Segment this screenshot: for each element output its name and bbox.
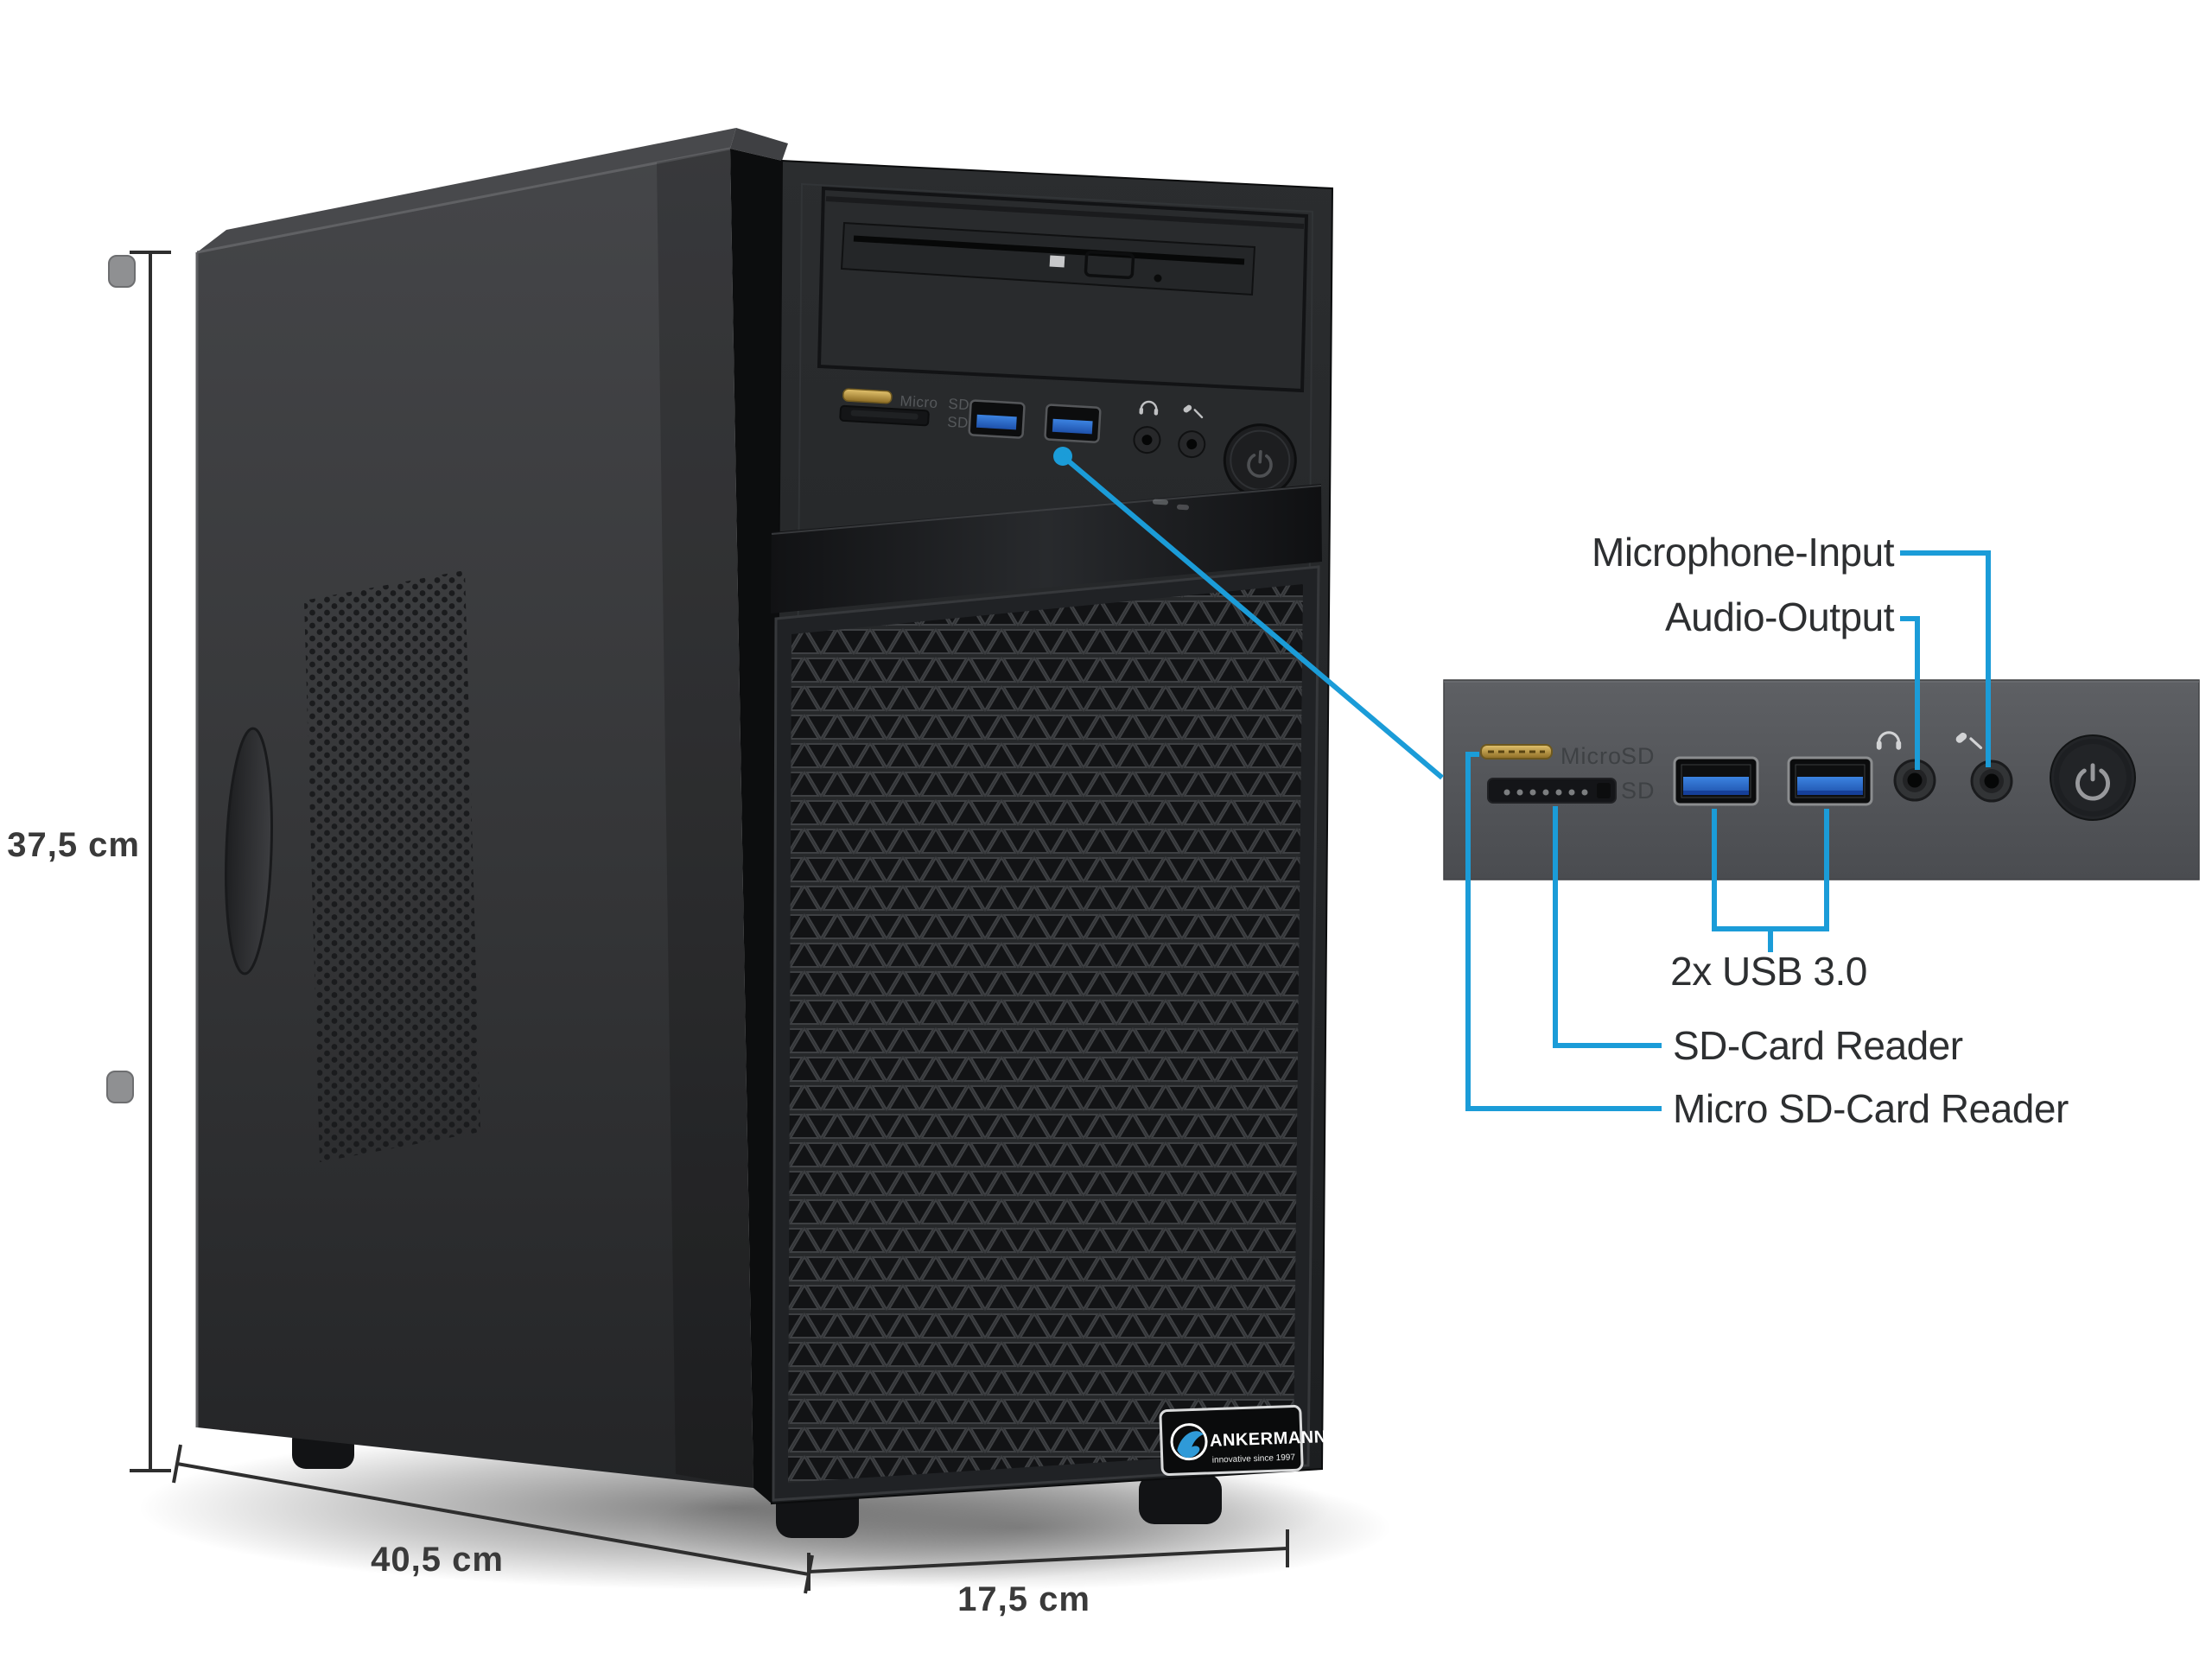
front-io-row: Micro SD SD — [839, 388, 1297, 498]
case-top-front-edge — [730, 128, 788, 161]
brand-tagline: innovative since 1997 — [1212, 1452, 1296, 1465]
front-mesh-grille — [772, 565, 1320, 1502]
height-dimension-label: 37,5 cm — [7, 826, 140, 864]
microphone-input-label: Microphone-Input — [1592, 530, 1895, 575]
status-led-mark-2 — [1177, 504, 1189, 511]
inset-usb-port-2[interactable] — [1787, 756, 1873, 806]
inset-headphone-jack[interactable] — [1893, 759, 1936, 802]
optical-drive-bay — [817, 186, 1309, 393]
sd-connector — [1553, 806, 1662, 1048]
usb-label: 2x USB 3.0 — [1670, 949, 1867, 994]
status-led-mark-1 — [1153, 499, 1168, 505]
micro-sd-connector — [1465, 752, 1662, 1111]
sd-reader-label: SD-Card Reader — [1673, 1023, 1963, 1068]
front-panel: Micro SD SD — [770, 159, 1334, 1505]
usb-port-1[interactable] — [968, 399, 1026, 439]
io-panel-inset: Micro SD SD — [1443, 679, 2200, 880]
brand-badge: ANKERMANN innovative since 1997 — [1159, 1404, 1327, 1476]
side-panel — [195, 147, 753, 1488]
inset-micro-sd-slot[interactable] — [1480, 744, 1553, 760]
front-bezel-return-edge — [730, 149, 782, 1503]
inset-sd-slot[interactable] — [1487, 778, 1617, 804]
side-vent-grille — [304, 570, 480, 1162]
usb-connector — [1712, 809, 1829, 952]
width-dimension-line — [807, 1529, 1289, 1591]
rear-thumbscrew-tab-bottom — [106, 1071, 134, 1103]
depth-dimension-label: 40,5 cm — [371, 1541, 504, 1579]
emergency-eject-pinhole — [1154, 274, 1162, 283]
inset-microphone-jack[interactable] — [1970, 760, 2013, 803]
micro-sd-slot[interactable] — [842, 388, 893, 404]
audio-output-label: Audio-Output — [1665, 594, 1895, 639]
callout-connectors — [1053, 447, 1991, 1111]
disc-slot — [853, 235, 1245, 265]
sd-label: SD — [947, 414, 969, 431]
width-dimension-label: 17,5 cm — [957, 1580, 1090, 1618]
inset-micro-sd-label-suffix: SD — [1621, 743, 1656, 769]
micro-sd-label: Micro — [899, 393, 938, 412]
dimension-annotations: 37,5 cm 40,5 cm 17,5 cm — [7, 251, 1289, 1618]
eject-button[interactable] — [1084, 250, 1135, 280]
side-panel-handle — [225, 727, 273, 976]
micro-sd-label-suffix: SD — [948, 396, 970, 413]
inset-sd-label: SD — [1621, 778, 1656, 804]
brand-name: ANKERMANN — [1210, 1427, 1327, 1451]
front-accent-strip — [771, 484, 1322, 613]
optical-drive — [840, 221, 1256, 296]
microphone-connector — [1900, 550, 1991, 767]
rear-thumbscrew-tab-top — [108, 255, 136, 288]
inset-usb-port-1[interactable] — [1673, 756, 1759, 806]
brand-logo-swoosh — [1177, 1431, 1204, 1459]
usb-port-2[interactable] — [1044, 404, 1102, 443]
case-top-face — [197, 128, 736, 252]
brand-logo-icon — [1170, 1423, 1208, 1461]
audio-connector — [1900, 616, 1920, 770]
inset-power-button[interactable] — [2050, 734, 2136, 821]
micro-sd-reader-label: Micro SD-Card Reader — [1673, 1086, 2069, 1131]
drive-led — [1049, 255, 1065, 268]
height-dimension-line — [130, 251, 171, 1472]
inset-micro-sd-label: Micro — [1560, 743, 1622, 769]
